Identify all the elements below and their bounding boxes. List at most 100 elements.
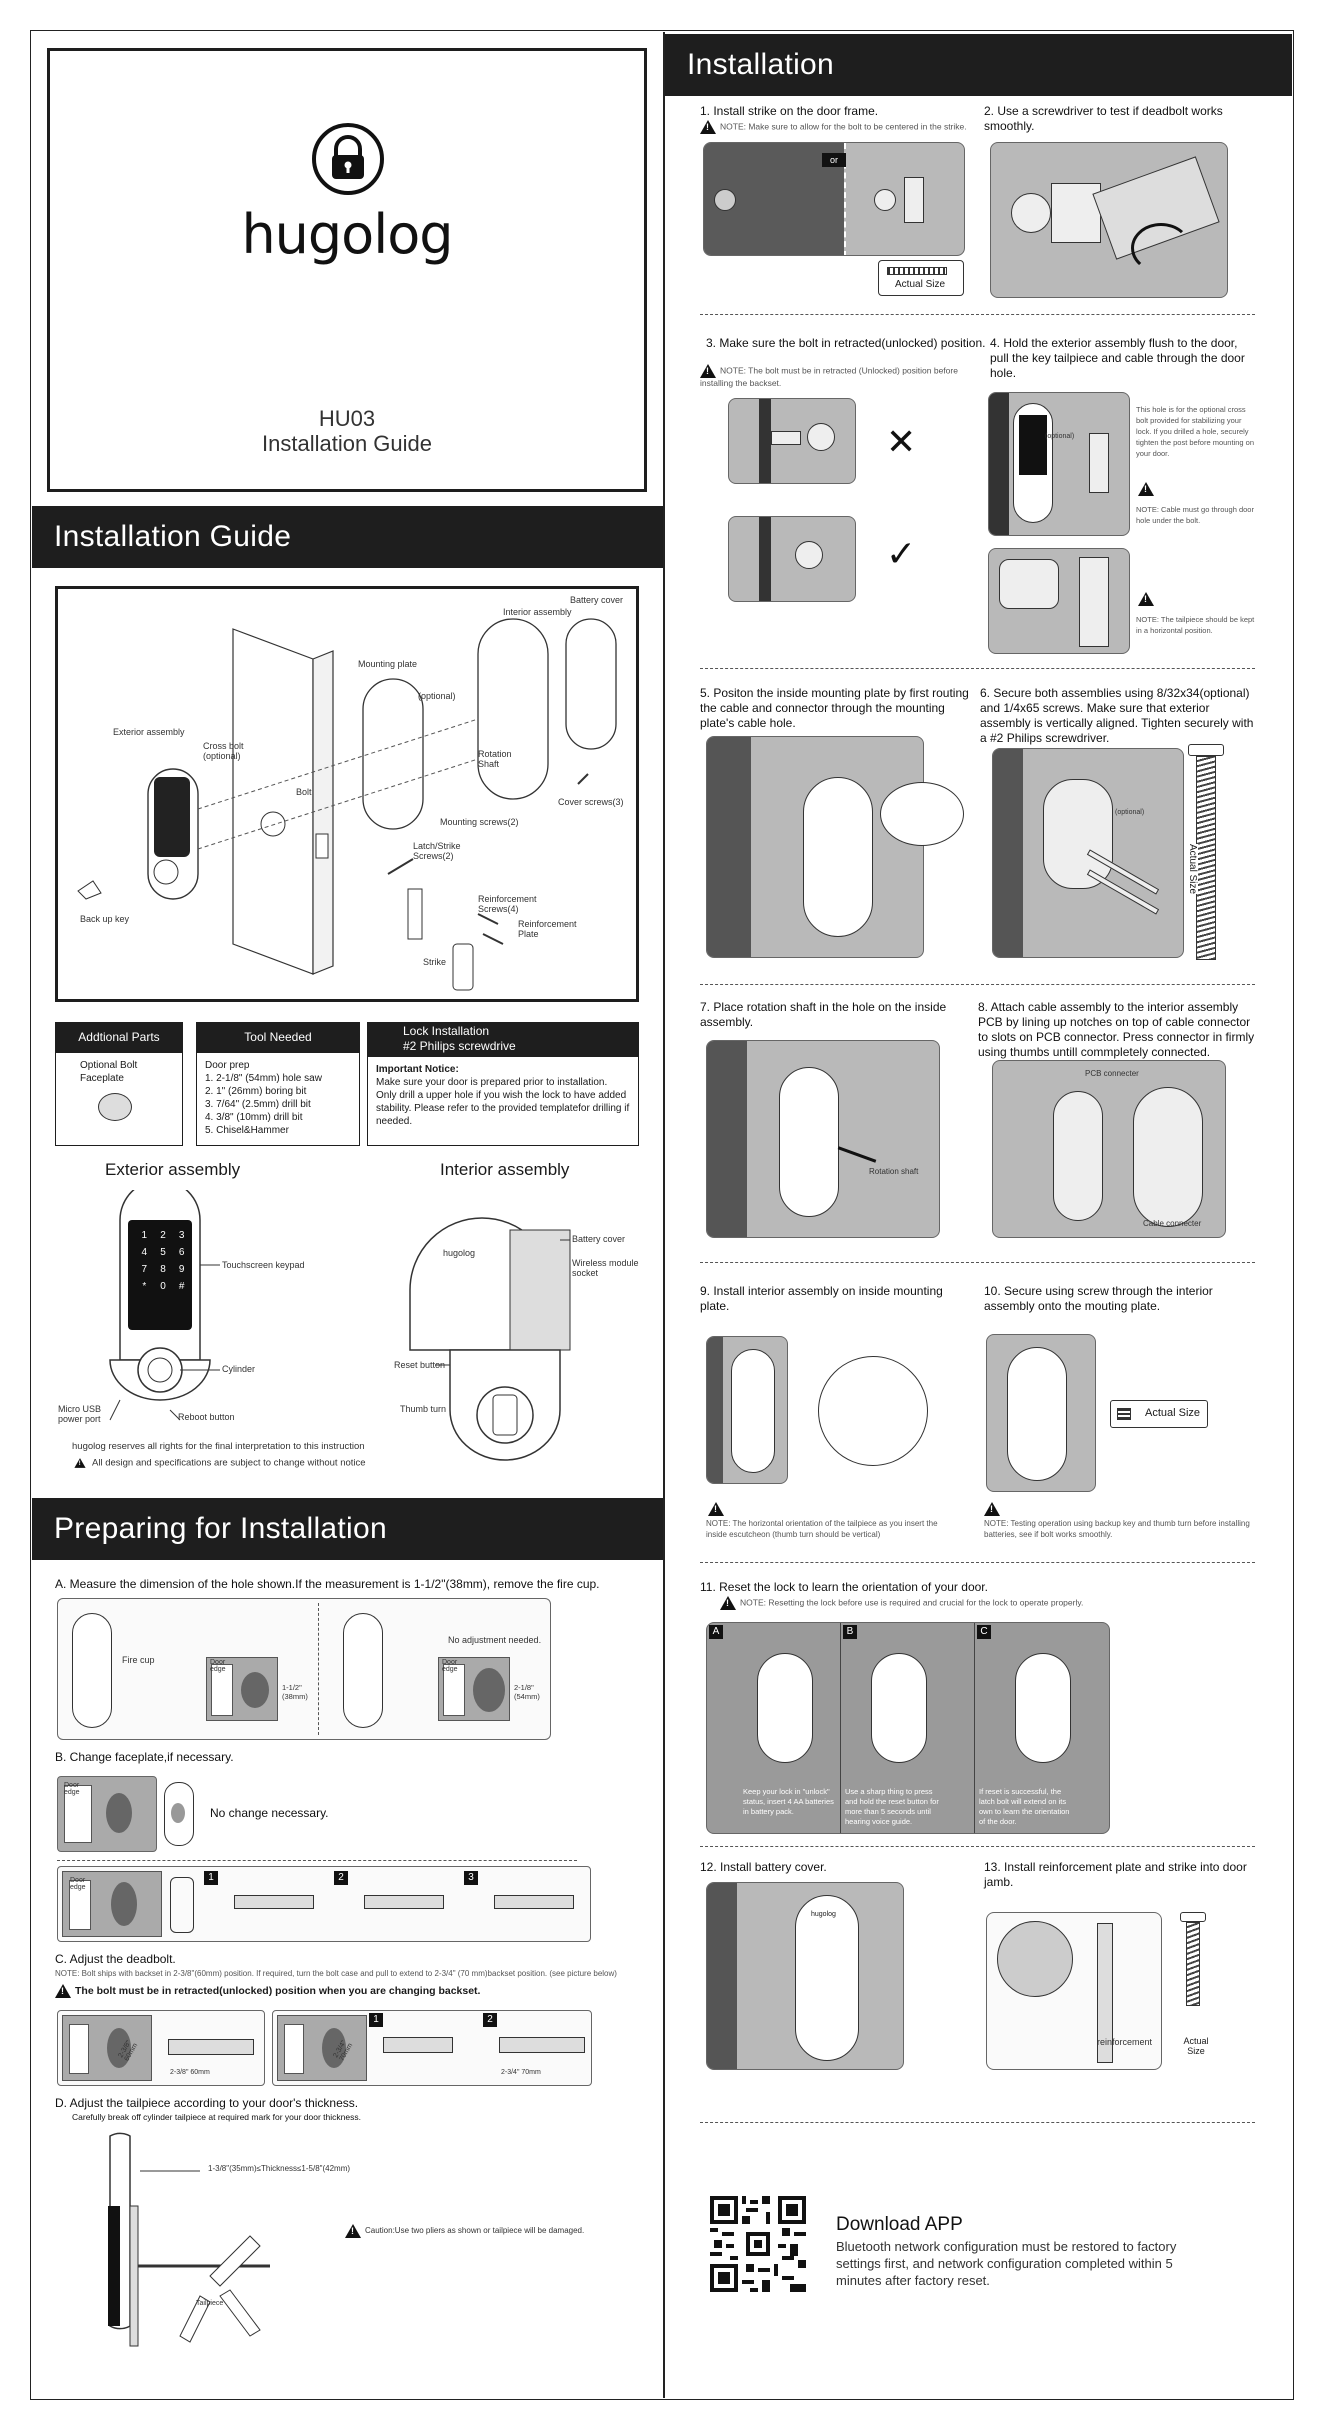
- step-1-illustration: or: [703, 142, 965, 256]
- label-micro-usb: Micro USB power port: [58, 1404, 102, 1424]
- step-2-illustration: [990, 142, 1228, 298]
- prep-c-measure-1: 2-3/8" 60mm: [170, 2069, 210, 2076]
- key-6: 6: [178, 1247, 185, 1258]
- prep-c-illustration-1: 2-3/8" 60mm 2-3/8" 60mm: [57, 2010, 265, 2086]
- step-9-detail-circle: [818, 1356, 928, 1466]
- label-cylinder: Cylinder: [222, 1364, 256, 1374]
- prep-b-door-edge-2: Door edge: [70, 1877, 86, 1891]
- step-divider: [700, 314, 1255, 315]
- step-6-optional: (optional): [1115, 809, 1145, 816]
- label-reinforcement-plate: Reinforcement Plate: [518, 919, 577, 939]
- key-hash: #: [178, 1281, 185, 1292]
- prep-step-c: C. Adjust the deadbolt.: [55, 1952, 176, 1966]
- prep-step-d: D. Adjust the tailpiece according to you…: [55, 2096, 359, 2110]
- step-10-note: NOTE: Testing operation using backup key…: [984, 1519, 1250, 1539]
- installation-heading: Installation: [665, 34, 1292, 96]
- interior-assembly-title: Interior assembly: [440, 1160, 570, 1179]
- lock-installation-tool: #2 Philips screwdrive: [403, 1039, 516, 1053]
- prep-d-caution: Caution:Use two pliers as shown or tailp…: [345, 2224, 584, 2238]
- prep-b-door-1: [57, 1776, 157, 1852]
- step-4: 4. Hold the exterior assembly flush to t…: [990, 336, 1245, 380]
- step-9: 9. Install interior assembly on inside m…: [700, 1284, 943, 1313]
- step-4-tail-note: NOTE: The tailpiece should be kept in a …: [1136, 615, 1255, 635]
- additional-parts-header: Addtional Parts: [55, 1022, 183, 1052]
- label-backup-key: Back up key: [80, 914, 130, 924]
- exploded-diagram: Battery cover Interior assembly Mounting…: [55, 586, 639, 1002]
- step-1: 1. Install strike on the door frame.: [700, 104, 879, 118]
- step-3-note: NOTE: The bolt must be in retracted (Unl…: [700, 364, 985, 389]
- step-11-illustration: A Keep your lock in "unlock" status, ins…: [706, 1622, 1110, 1834]
- preparing-heading: Preparing for Installation: [32, 1498, 663, 1560]
- label-reinforcement-screws: Reinforcement Screws(4): [478, 894, 537, 914]
- warning-icon: [55, 1984, 71, 1998]
- label-strike: Strike: [423, 957, 447, 967]
- interior-assembly-drawing: [409, 1217, 571, 1461]
- spec-notice: All design and specifications are subjec…: [72, 1456, 366, 1470]
- prep-b-no-change: No change necessary.: [210, 1806, 329, 1820]
- label-battery-cover: Battery cover: [570, 595, 624, 605]
- rights-statement: hugolog reserves all rights for the fina…: [72, 1441, 365, 1452]
- label-bolt: Bolt: [296, 787, 312, 797]
- prep-a-divider: [318, 1603, 319, 1735]
- download-app-title: Download APP: [836, 2214, 963, 2235]
- step-3-wrong-illustration: [728, 398, 856, 484]
- label-battery-cover-interior: Battery cover: [572, 1234, 626, 1244]
- download-app-text: Bluetooth network configuration must be …: [836, 2239, 1177, 2288]
- label-mounting-screws: Mounting screws(2): [440, 817, 519, 827]
- prep-step-a: A. Measure the dimension of the hole sho…: [55, 1577, 600, 1591]
- tool-item: 1. 2-1/8" (54mm) hole saw: [205, 1073, 322, 1084]
- prep-a-no-adjust: No adjustment needed.: [448, 1635, 542, 1645]
- step-6-illustration: (optional): [992, 748, 1184, 958]
- prep-a-lock-1: [72, 1613, 112, 1728]
- key-4: 4: [141, 1247, 148, 1258]
- step-9-illustration: [706, 1336, 788, 1484]
- warning-icon: [74, 1458, 86, 1468]
- step-10: 10. Secure using screw through the inter…: [984, 1284, 1213, 1313]
- step-9-note: NOTE: The horizontal orientation of the …: [706, 1519, 938, 1539]
- model-number: HU03: [318, 406, 376, 431]
- lock-logo-icon: [310, 121, 386, 197]
- step-12: 12. Install battery cover.: [700, 1860, 827, 1874]
- step-12-brand: hugolog: [811, 1911, 836, 1918]
- step-11: 11. Reset the lock to learn the orientat…: [700, 1580, 988, 1594]
- step-divider: [700, 668, 1255, 669]
- key-7: 7: [141, 1264, 148, 1275]
- label-optional: (optional): [418, 691, 456, 701]
- correct-mark-icon: ✓: [886, 533, 917, 574]
- key-0: 0: [160, 1281, 166, 1292]
- cover-subtitle: Installation Guide: [262, 431, 432, 456]
- cover-box: hugolog HU03 Installation Guide: [47, 48, 647, 492]
- prep-a-size-2: 2-1/8" (54mm): [514, 1683, 540, 1701]
- tool-item: 5. Chisel&Hammer: [205, 1125, 289, 1136]
- tool-item: 4. 3/8" (10mm) drill bit: [205, 1112, 303, 1123]
- prep-step-b: B. Change faceplate,if necessary.: [55, 1750, 234, 1764]
- prep-a-lock-2: [343, 1613, 383, 1728]
- faceplate-icon: [98, 1093, 132, 1121]
- step-2: 2. Use a screwdriver to test if deadbolt…: [984, 104, 1223, 133]
- page-frame: [30, 30, 1294, 2400]
- key-5: 5: [160, 1247, 166, 1258]
- qr-code[interactable]: [710, 2196, 806, 2292]
- step-8: 8. Attach cable assembly to the interior…: [978, 1000, 1255, 1059]
- step-4-optional: (optional): [1045, 433, 1075, 440]
- step-10-actual-size: Actual Size: [1110, 1400, 1208, 1428]
- important-notice-title: Important Notice:: [376, 1064, 459, 1075]
- key-9: 9: [178, 1264, 185, 1275]
- prep-b-steps-illustration: Door edge 1 2 3: [57, 1866, 591, 1942]
- step-7-rotation-label: Rotation shaft: [869, 1167, 919, 1176]
- prep-c-step-2: 2: [483, 2013, 497, 2027]
- tool-item: 3. 7/64" (2.5mm) drill bit: [205, 1099, 311, 1110]
- warning-icon: [700, 364, 716, 378]
- step-11-panel-c: C If reset is successful, the latch bolt…: [977, 1625, 1071, 1826]
- step-4-illustration-2: [988, 548, 1130, 654]
- step-4-hole-note: This hole is for the optional cross bolt…: [1136, 405, 1255, 458]
- prep-c-warning: The bolt must be in retracted(unlocked) …: [55, 1984, 480, 1998]
- step-5-illustration: [706, 736, 924, 958]
- step-11-note: NOTE: Resetting the lock before use is r…: [720, 1596, 1140, 1610]
- step-3: 3. Make sure the bolt in retracted(unloc…: [706, 336, 986, 350]
- step-13: 13. Install reinforcement plate and stri…: [984, 1860, 1247, 1889]
- step-7-illustration: Rotation shaft: [706, 1040, 940, 1238]
- prep-c-illustration-2: 2-3/4" 70mm 1 2 2-3/4" 70mm: [272, 2010, 592, 2086]
- step-divider: [700, 2122, 1255, 2123]
- interior-brand-mark: hugolog: [443, 1248, 476, 1258]
